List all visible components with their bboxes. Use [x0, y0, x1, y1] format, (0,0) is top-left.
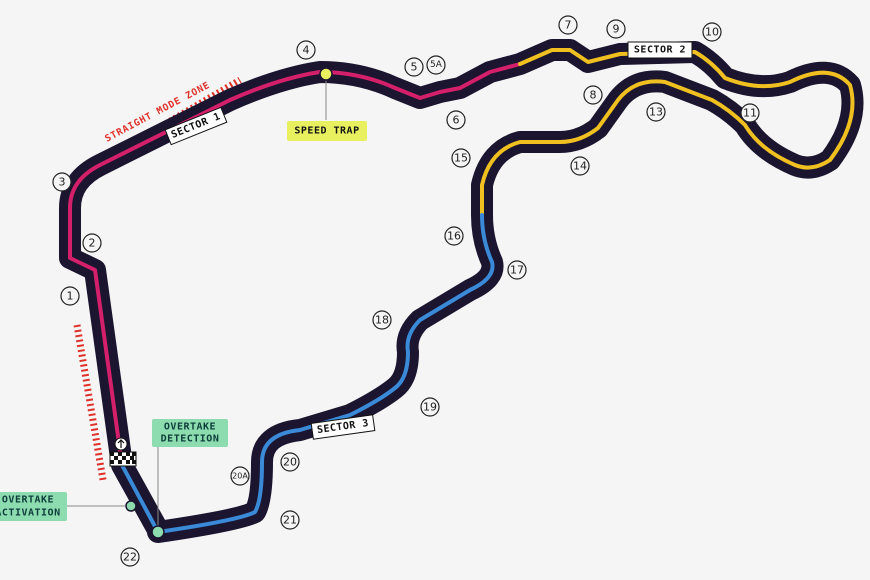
speed-trap-marker: SPEED TRAP: [287, 67, 367, 141]
overtake-activation-label-2: ACTIVATION: [0, 508, 61, 519]
svg-text:16: 16: [447, 230, 461, 243]
straight-mode-zone-marker-left: [73, 324, 107, 481]
overtake-detection-label-1: OVERTAKE: [164, 422, 216, 433]
sector-2-line: [480, 48, 855, 217]
overtake-activation-marker: OVERTAKE ACTIVATION: [0, 492, 137, 521]
sector-3-line: [120, 213, 495, 534]
turn-10: 10: [702, 22, 722, 42]
svg-text:22: 22: [123, 551, 137, 564]
turn-15: 15: [451, 148, 471, 168]
up-arrow-icon: [114, 437, 128, 451]
turn-3: 3: [52, 172, 72, 192]
turn-22: 22: [120, 547, 140, 567]
svg-text:8: 8: [590, 89, 597, 102]
svg-text:21: 21: [283, 514, 297, 527]
svg-text:19: 19: [423, 401, 437, 414]
turn-17: 17: [507, 260, 527, 280]
overtake-activation-label-1: OVERTAKE: [2, 495, 54, 506]
turn-19: 19: [420, 397, 440, 417]
svg-text:2: 2: [89, 237, 96, 250]
turn-5: 5: [404, 57, 424, 77]
turn-2: 2: [82, 233, 102, 253]
turn-5a: 5A: [426, 55, 446, 75]
speed-trap-label: SPEED TRAP: [294, 126, 359, 137]
svg-text:18: 18: [375, 314, 389, 327]
turn-8: 8: [583, 85, 603, 105]
turn-20: 20: [280, 452, 300, 472]
svg-text:1: 1: [67, 290, 74, 303]
svg-text:4: 4: [303, 44, 310, 57]
turn-11: 11: [740, 103, 760, 123]
svg-text:6: 6: [453, 114, 460, 127]
svg-text:14: 14: [573, 160, 587, 173]
svg-text:5: 5: [411, 61, 418, 74]
checkered-flag-icon: [109, 451, 137, 467]
svg-text:20: 20: [283, 456, 297, 469]
overtake-detection-marker: OVERTAKE DETECTION: [151, 419, 228, 539]
svg-text:7: 7: [565, 19, 572, 32]
turn-4: 4: [296, 40, 316, 60]
svg-text:15: 15: [454, 152, 468, 165]
turn-9: 9: [606, 19, 626, 39]
turn-markers: 1 2 3 4 5 5A 6 7 8 9 10 11 13 14 15 16 1…: [52, 15, 760, 567]
turn-7: 7: [558, 15, 578, 35]
svg-text:17: 17: [510, 264, 524, 277]
svg-text:13: 13: [649, 106, 663, 119]
turn-21: 21: [280, 510, 300, 530]
sector-1-line: [68, 62, 522, 467]
sector-2-label: SECTOR 2: [634, 45, 686, 56]
turn-20a: 20A: [230, 466, 250, 486]
turn-14: 14: [570, 156, 590, 176]
svg-text:11: 11: [743, 107, 757, 120]
svg-text:5A: 5A: [430, 60, 443, 70]
turn-18: 18: [372, 310, 392, 330]
svg-text:9: 9: [613, 23, 620, 36]
svg-text:10: 10: [705, 26, 719, 39]
sector-3-badge: SECTOR 3: [310, 414, 376, 440]
svg-text:3: 3: [59, 176, 66, 189]
turn-1: 1: [60, 286, 80, 306]
turn-6: 6: [446, 110, 466, 130]
sector-2-badge: SECTOR 2: [627, 41, 693, 59]
turn-13: 13: [646, 102, 666, 122]
svg-text:20A: 20A: [232, 472, 248, 481]
overtake-detection-label-2: DETECTION: [161, 434, 220, 445]
turn-16: 16: [444, 226, 464, 246]
